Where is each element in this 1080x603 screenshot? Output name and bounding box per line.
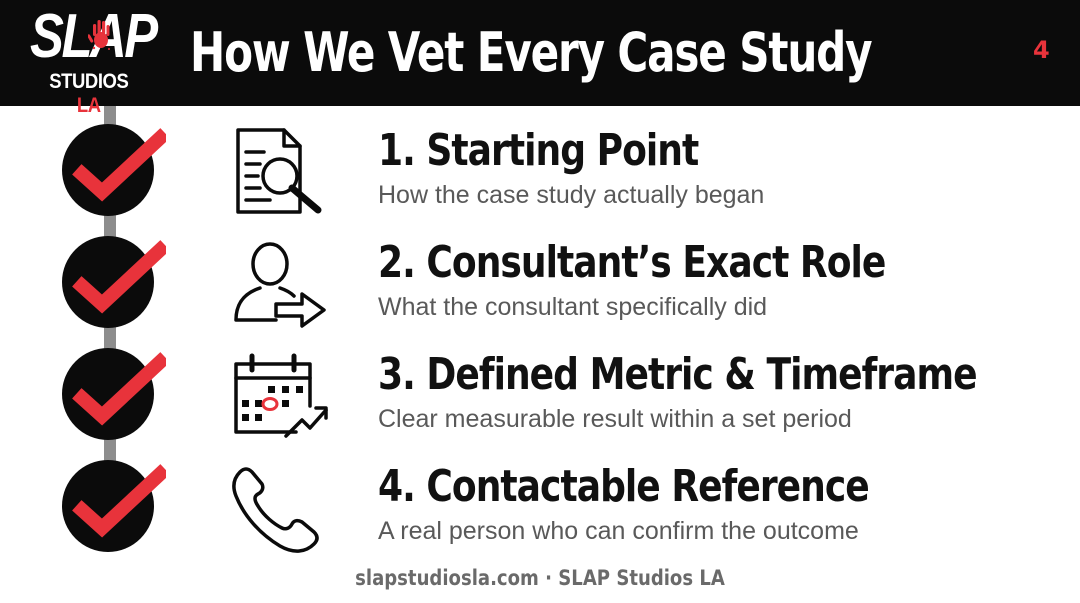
- handprint-icon: [88, 20, 110, 50]
- slap-studios-logo: SLAP STUDIOS LA: [30, 2, 160, 118]
- item-title: 3. Defined Metric & Timeframe: [378, 349, 978, 400]
- list-item: 3. Defined Metric & Timeframe Clear meas…: [0, 334, 1080, 444]
- document-magnifier-icon: [236, 128, 322, 214]
- footer-credit: slapstudiosla.com · SLAP Studios LA: [355, 566, 725, 590]
- item-title: 1. Starting Point: [378, 125, 699, 176]
- item-description: Clear measurable result within a set per…: [378, 405, 852, 433]
- item-description: What the consultant specifically did: [378, 293, 768, 321]
- list-item: 4. Contactable Reference A real person w…: [0, 446, 1080, 556]
- logo-wordmark: SLAP: [30, 2, 158, 71]
- item-description: How the case study actually began: [378, 181, 765, 209]
- checkmark-icon: [62, 460, 166, 552]
- item-title: 4. Contactable Reference: [378, 461, 870, 512]
- list-item: 1. Starting Point How the case study act…: [0, 110, 1080, 220]
- person-arrow-icon: [234, 242, 326, 328]
- logo-subtitle-studios: STUDIOS: [49, 70, 129, 93]
- page-title: How We Vet Every Case Study: [190, 21, 873, 84]
- phone-icon: [232, 467, 319, 553]
- checkmark-icon: [62, 348, 166, 440]
- header-bar: SLAP STUDIOS LA How We Vet Every Case St…: [0, 0, 1080, 118]
- page-number: 4: [1033, 36, 1050, 64]
- checkmark-icon: [62, 124, 166, 216]
- checkmark-icon: [62, 236, 166, 328]
- calendar-growth-icon: [234, 353, 328, 438]
- item-description: A real person who can confirm the outcom…: [378, 517, 859, 545]
- list-item: 2. Consultant’s Exact Role What the cons…: [0, 222, 1080, 332]
- logo-subtitle-la: LA: [76, 94, 101, 117]
- item-title: 2. Consultant’s Exact Role: [378, 237, 886, 288]
- logo-subtitle: STUDIOS LA: [36, 70, 142, 118]
